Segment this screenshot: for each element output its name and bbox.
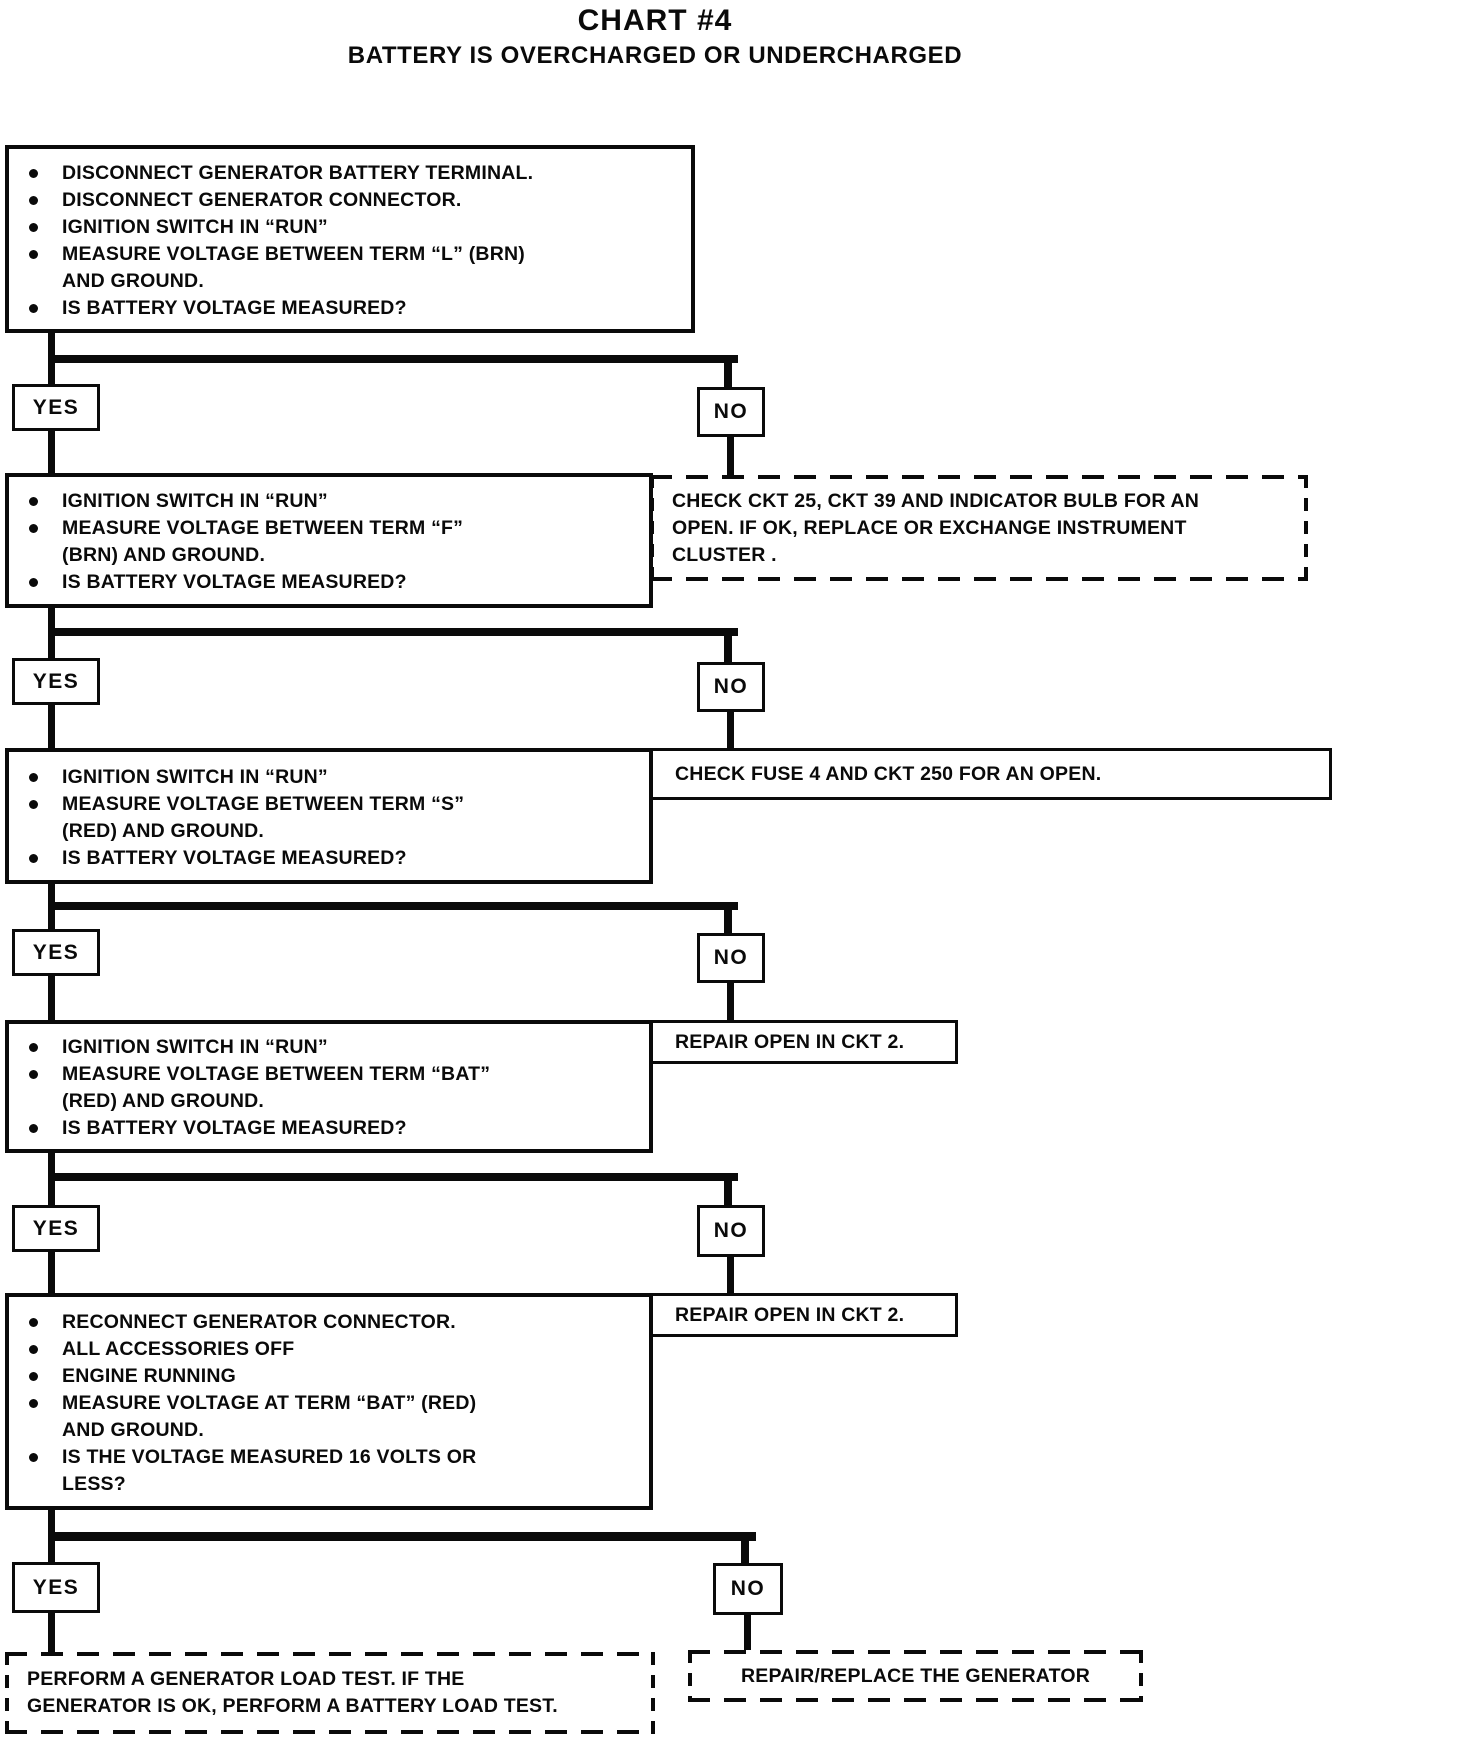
bullet-icon [29,1452,38,1462]
step5-bullet-4: MEASURE VOLTAGE AT TERM “BAT” (RED) AND … [29,1390,635,1444]
step1-bullet-4: MEASURE VOLTAGE BETWEEN TERM “L” (BRN) A… [29,241,677,295]
step3-bullet-3: IS BATTERY VOLTAGE MEASURED? [29,845,635,872]
no-box-3: NO [697,933,765,983]
connector-line [727,437,734,475]
bullet-icon [29,303,38,313]
connector-line [724,902,732,933]
chart-title: CHART #4 [577,4,733,37]
result-repair-ckt2-a: REPAIR OPEN IN CKT 2. [650,1020,958,1064]
step4-bullet-3: IS BATTERY VOLTAGE MEASURED? [29,1115,635,1142]
connector-line [48,1532,756,1541]
connector-line [724,1173,732,1205]
bullet-icon [29,1317,38,1327]
step-box-1: DISCONNECT GENERATOR BATTERY TERMINAL. D… [5,145,695,333]
result-check-instrument-cluster: CHECK CKT 25, CKT 39 AND INDICATOR BULB … [650,475,1308,581]
connector-line [744,1615,751,1650]
step3-bullet-2: MEASURE VOLTAGE BETWEEN TERM “S” (RED) A… [29,791,635,845]
no-box-5: NO [713,1563,783,1615]
step4-bullet-2: MEASURE VOLTAGE BETWEEN TERM “BAT” (RED)… [29,1061,635,1115]
step-box-2: IGNITION SWITCH IN “RUN” MEASURE VOLTAGE… [5,473,653,608]
connector-line [48,1613,55,1652]
step-box-3: IGNITION SWITCH IN “RUN” MEASURE VOLTAGE… [5,748,653,884]
step4-bullet-1: IGNITION SWITCH IN “RUN” [29,1034,635,1061]
bullet-icon [29,195,38,205]
step-box-4: IGNITION SWITCH IN “RUN” MEASURE VOLTAGE… [5,1020,653,1153]
bullet-icon [29,799,38,809]
bullet-icon [29,578,38,587]
connector-line [48,355,738,363]
connector-line [48,902,738,910]
result-repair-ckt2-b: REPAIR OPEN IN CKT 2. [650,1293,958,1337]
connector-line [741,1532,749,1563]
chart-subtitle: BATTERY IS OVERCHARGED OR UNDERCHARGED [347,42,963,69]
bullet-icon [29,497,38,506]
step2-bullet-2: MEASURE VOLTAGE BETWEEN TERM “F” (BRN) A… [29,515,635,569]
connector-line [724,628,732,662]
step5-bullet-5: IS THE VOLTAGE MEASURED 16 VOLTS OR LESS… [29,1444,635,1498]
bullet-icon [29,772,38,782]
result-repair-replace-generator: REPAIR/REPLACE THE GENERATOR [688,1650,1143,1702]
step2-bullet-1: IGNITION SWITCH IN “RUN” [29,488,635,515]
bullet-icon [29,222,38,232]
connector-line [48,1252,55,1293]
step1-bullet-5: IS BATTERY VOLTAGE MEASURED? [29,295,677,322]
bullet-icon [29,168,38,178]
result-check-fuse: CHECK FUSE 4 AND CKT 250 FOR AN OPEN. [650,748,1332,800]
connector-line [727,983,734,1020]
yes-box-5: YES [12,1562,100,1613]
connector-line [48,705,55,748]
bullet-icon [29,524,38,533]
yes-box-1: YES [12,384,100,431]
bullet-icon [29,1043,38,1052]
step5-bullet-3: ENGINE RUNNING [29,1363,635,1390]
step5-bullet-2: ALL ACCESSORIES OFF [29,1336,635,1363]
yes-box-3: YES [12,929,100,976]
no-box-1: NO [697,387,765,437]
step3-bullet-1: IGNITION SWITCH IN “RUN” [29,764,635,791]
step-box-5: RECONNECT GENERATOR CONNECTOR. ALL ACCES… [5,1293,653,1510]
bullet-icon [29,1398,38,1408]
bullet-icon [29,1070,38,1079]
bullet-icon [29,1344,38,1354]
result-generator-load-test: PERFORM A GENERATOR LOAD TEST. IF THE GE… [5,1652,655,1734]
connector-line [48,1173,738,1181]
step5-bullet-1: RECONNECT GENERATOR CONNECTOR. [29,1309,635,1336]
yes-box-2: YES [12,658,100,705]
connector-line [727,712,734,748]
connector-line [727,1257,734,1293]
yes-box-4: YES [12,1205,100,1252]
bullet-icon [29,853,38,863]
connector-line [48,628,738,636]
bullet-icon [29,249,38,259]
no-box-4: NO [697,1205,765,1257]
no-box-2: NO [697,662,765,712]
connector-line [48,431,55,473]
bullet-icon [29,1124,38,1133]
step1-bullet-3: IGNITION SWITCH IN “RUN” [29,214,677,241]
connector-line [724,355,732,387]
connector-line [48,976,55,1020]
step2-bullet-3: IS BATTERY VOLTAGE MEASURED? [29,569,635,596]
step1-bullet-2: DISCONNECT GENERATOR CONNECTOR. [29,187,677,214]
bullet-icon [29,1371,38,1381]
step1-bullet-1: DISCONNECT GENERATOR BATTERY TERMINAL. [29,160,677,187]
